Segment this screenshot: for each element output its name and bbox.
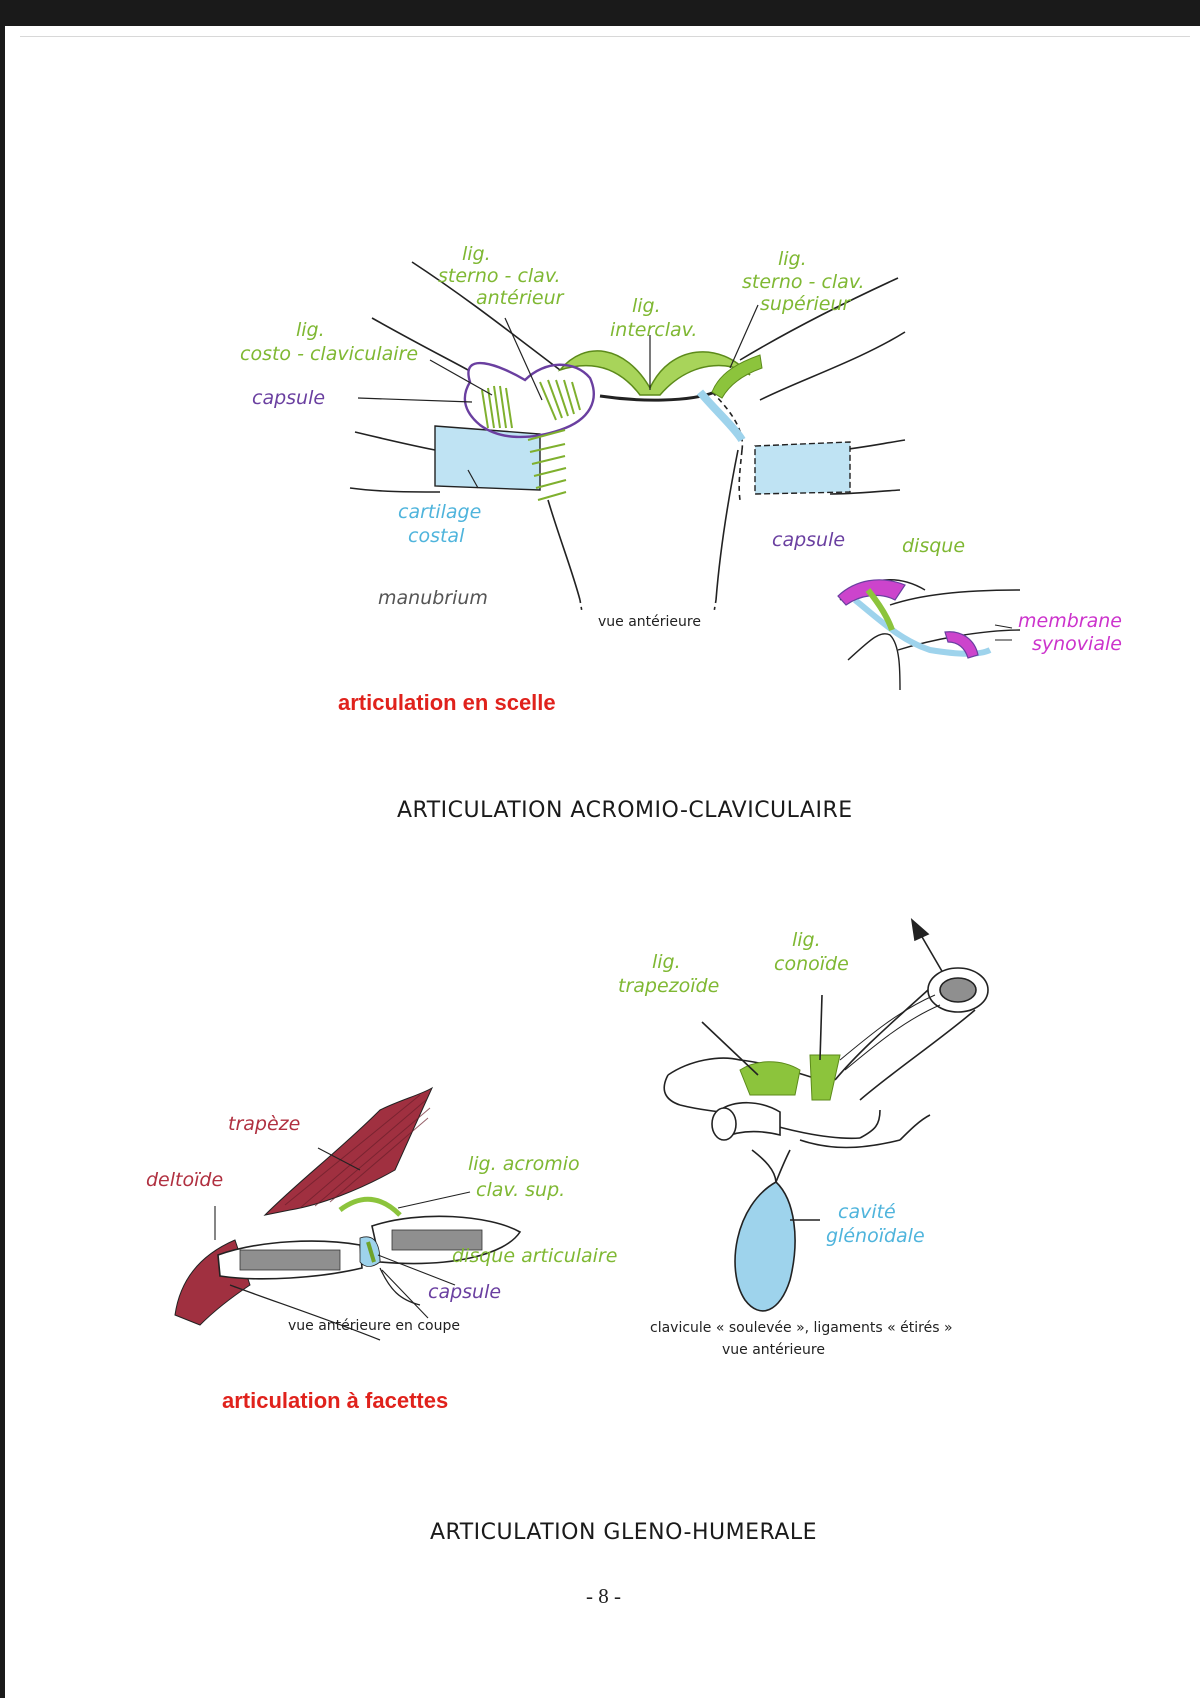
type-label-saddle: articulation en scelle	[338, 690, 556, 715]
section-title-acromioclavicular: ARTICULATION ACROMIO-CLAVICULAIRE	[397, 798, 853, 823]
fig1-caption: vue antérieure	[598, 614, 701, 630]
fig1-lig-sterno-ant-l3: antérieur	[476, 287, 565, 309]
fig1-cartilage-l1: cartilage	[398, 501, 481, 523]
scan-border-top	[0, 0, 1200, 26]
sternoclavicular-drawing	[349, 261, 906, 613]
fig3-cavite-l2: glénoïdale	[826, 1225, 925, 1247]
fig2-lig-acromio-l2: clav. sup.	[476, 1179, 565, 1201]
fig3-caption-line2: vue antérieure	[722, 1342, 825, 1358]
fig1-manubrium-label: manubrium	[378, 587, 488, 609]
fig1-lig-costo-l1: lig.	[296, 319, 325, 341]
right-joint-blue	[696, 389, 746, 443]
page-number: - 8 -	[586, 1584, 621, 1608]
right-sc-ligament-shape	[711, 354, 763, 399]
cartilage-right-shape	[754, 441, 851, 495]
fig3-caption-line1: clavicule « soulevée », ligaments « étir…	[650, 1320, 953, 1336]
fig1-lig-sterno-sup-l3: supérieur	[760, 293, 852, 315]
page-top-rule	[20, 36, 1190, 37]
fig3-lig-trapezoide-l1: lig.	[652, 951, 681, 973]
fig3-lig-trapezoide-l2: trapezoïde	[618, 975, 719, 997]
fig2-lig-acromio-l1: lig. acromio	[468, 1153, 580, 1175]
fig2-caption: vue antérieure en coupe	[288, 1318, 460, 1334]
fig2-trapeze-label: trapèze	[228, 1113, 300, 1135]
fig1-leader-lines	[357, 304, 759, 489]
type-label-facet: articulation à facettes	[222, 1388, 449, 1413]
joint-section-inset	[837, 579, 1021, 691]
fig1-lig-interclav-l2: interclav.	[610, 319, 697, 341]
capsule-outline	[463, 361, 595, 439]
scan-border-left	[0, 0, 5, 1698]
inset-capsule-label: capsule	[772, 529, 845, 551]
inset-disque-label: disque	[902, 535, 965, 557]
clavicle-lifted-drawing	[663, 917, 989, 1312]
fig1-capsule-label: capsule	[252, 387, 325, 409]
fig3-lig-conoide-l1: lig.	[792, 929, 821, 951]
fig3-cavite-l1: cavité	[838, 1201, 896, 1223]
fig2-disque-label: disque articulaire	[452, 1245, 617, 1267]
fig1-lig-sterno-sup-l1: lig.	[778, 248, 807, 270]
section-title-glenohumeral: ARTICULATION GLENO-HUMERALE	[430, 1520, 818, 1545]
inset-membrane-l1: membrane	[1018, 610, 1122, 632]
interclavicular-ligament-shape	[557, 350, 751, 396]
costoclavicular-ligament-strands	[481, 385, 513, 429]
cartilage-left-shape	[434, 425, 541, 491]
fig3-lig-conoide-l2: conoïde	[774, 953, 849, 975]
fig2-capsule-label: capsule	[428, 1281, 501, 1303]
anterior-sc-ligament-strands	[527, 379, 581, 501]
fig1-cartilage-l2: costal	[408, 525, 465, 547]
fig1-lig-interclav-l1: lig.	[632, 295, 661, 317]
acromioclavicular-section-drawing	[174, 1086, 522, 1341]
fig1-lig-costo-l2: costo - claviculaire	[240, 343, 418, 365]
fig2-deltoide-label: deltoïde	[146, 1169, 223, 1191]
inset-membrane-l2: synoviale	[1032, 633, 1122, 655]
fig1-lig-sterno-ant-l2: sterno - clav.	[438, 265, 561, 287]
fig1-lig-sterno-ant-l1: lig.	[462, 243, 491, 265]
fig1-lig-sterno-sup-l2: sterno - clav.	[742, 271, 865, 293]
